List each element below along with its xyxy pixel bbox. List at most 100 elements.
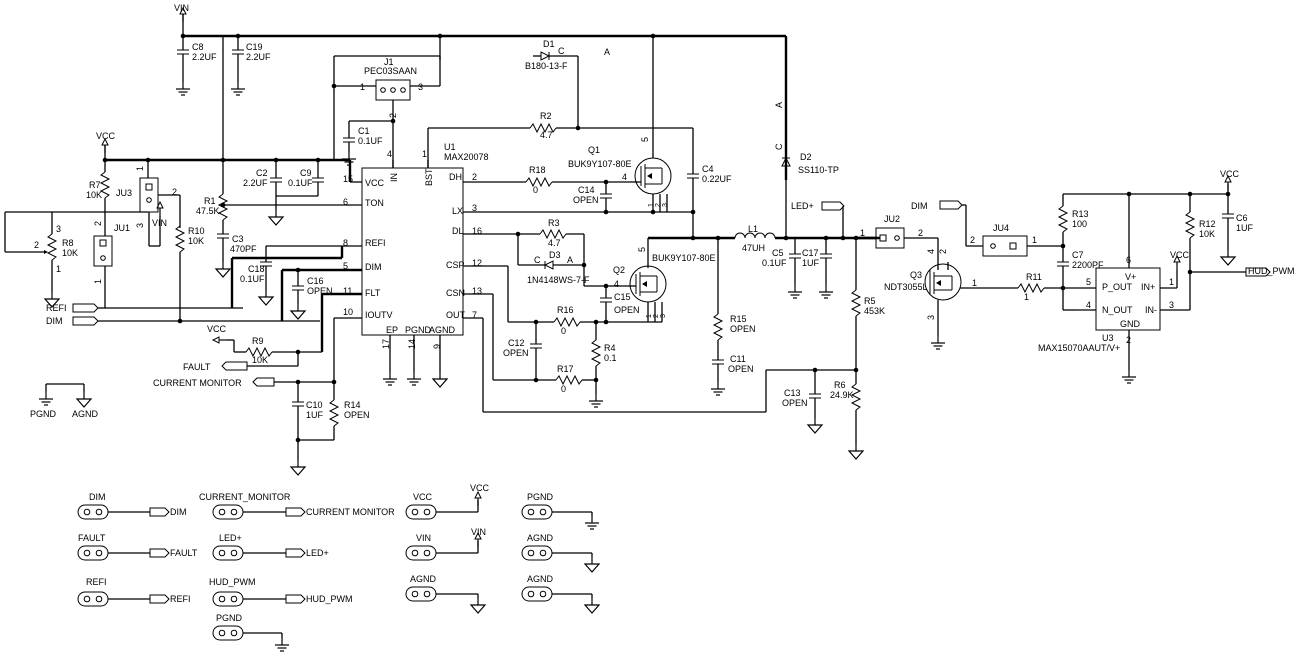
resistor-r12: R12 10K xyxy=(1184,194,1216,239)
svg-text:D1: D1 xyxy=(543,39,555,49)
svg-text:R3: R3 xyxy=(548,218,560,228)
svg-text:10K: 10K xyxy=(188,236,204,246)
test-point-pgnd-2: PGND xyxy=(521,492,600,530)
svg-text:24.9K: 24.9K xyxy=(830,390,854,400)
svg-text:OPEN: OPEN xyxy=(614,305,640,315)
svg-text:3: 3 xyxy=(1169,300,1174,310)
ioutv-net: CURRENT MONITOR xyxy=(153,317,362,388)
svg-text:11: 11 xyxy=(343,286,352,296)
capacitor-c13: C13 OPEN xyxy=(782,370,823,434)
svg-text:1: 1 xyxy=(56,264,61,274)
capacitor-c9: C9 0.1UF xyxy=(276,160,324,197)
svg-text:PGND: PGND xyxy=(527,492,554,502)
svg-text:C19: C19 xyxy=(246,42,263,52)
svg-text:8: 8 xyxy=(343,238,348,248)
svg-text:1: 1 xyxy=(648,203,655,207)
svg-text:R4: R4 xyxy=(604,343,616,353)
svg-text:1UF: 1UF xyxy=(802,258,820,268)
svg-text:0.1UF: 0.1UF xyxy=(762,258,787,268)
resistor-r13: R13 100 xyxy=(1057,191,1193,262)
svg-text:OPEN: OPEN xyxy=(344,410,370,420)
svg-text:LX: LX xyxy=(452,206,463,216)
svg-text:4.7: 4.7 xyxy=(540,130,553,140)
mosfet-q3: Q3 NDT3055L 4 2 1 3 xyxy=(884,249,1018,350)
svg-text:PGND: PGND xyxy=(216,613,243,623)
svg-text:CURRENT MONITOR: CURRENT MONITOR xyxy=(153,378,242,388)
svg-text:MAX20078: MAX20078 xyxy=(444,152,489,162)
svg-text:10K: 10K xyxy=(62,248,78,258)
test-point-agnd-3: AGND xyxy=(521,574,600,614)
svg-text:9: 9 xyxy=(432,344,442,349)
svg-text:FLT: FLT xyxy=(365,288,381,298)
svg-text:AGND: AGND xyxy=(527,574,554,584)
capacitor-c18: C18 0.1UF xyxy=(240,245,342,306)
svg-text:3: 3 xyxy=(472,203,477,213)
capacitor-c11: C11 OPEN xyxy=(710,354,754,396)
svg-text:LED+: LED+ xyxy=(219,533,242,543)
resistor-r5: R5 453K xyxy=(850,238,885,370)
svg-text:2: 2 xyxy=(970,235,975,245)
test-point-vin: VIN VIN xyxy=(405,527,486,561)
svg-text:4.7: 4.7 xyxy=(548,238,561,248)
svg-text:JU2: JU2 xyxy=(884,214,900,224)
dim-net: DIM xyxy=(46,268,362,326)
svg-text:V+: V+ xyxy=(1125,272,1136,282)
svg-text:C: C xyxy=(534,255,541,265)
capacitor-c4: C4 0.22UF xyxy=(687,164,732,238)
test-point-vcc: VCC VCC xyxy=(405,483,490,520)
svg-text:SS110-TP: SS110-TP xyxy=(798,165,839,175)
svg-text:C15: C15 xyxy=(614,292,631,302)
svg-text:FAULT: FAULT xyxy=(170,548,198,558)
svg-text:DIM: DIM xyxy=(911,201,928,211)
svg-text:10K: 10K xyxy=(252,355,268,365)
svg-text:OPEN: OPEN xyxy=(307,286,333,296)
svg-text:VIN: VIN xyxy=(471,527,486,537)
capacitor-c15: C15 OPEN xyxy=(600,283,640,322)
svg-text:L1: L1 xyxy=(748,224,758,234)
svg-text:MAX15070AAUT/V+: MAX15070AAUT/V+ xyxy=(1038,343,1120,353)
diode-d1: D1 B180-13-F C A xyxy=(525,39,610,128)
ic-u3: P_OUT N_OUT V+ IN+ IN- GND 5 4 6 1 3 2 U… xyxy=(1038,194,1295,384)
svg-text:R1: R1 xyxy=(204,196,216,206)
svg-text:1: 1 xyxy=(360,82,365,92)
svg-text:D2: D2 xyxy=(800,152,812,162)
resistor-r9: VCC R9 10K FAULT xyxy=(183,292,362,372)
svg-text:0: 0 xyxy=(561,384,566,394)
resistor-r18: R18 0 xyxy=(463,165,630,195)
svg-text:PGND: PGND xyxy=(30,409,57,419)
svg-text:2: 2 xyxy=(472,172,477,182)
svg-text:R8: R8 xyxy=(62,238,74,248)
resistor-r10: R10 10K xyxy=(174,225,320,322)
svg-text:7: 7 xyxy=(472,310,477,320)
refi-net: REFI xyxy=(46,245,362,313)
svg-text:OPEN: OPEN xyxy=(728,364,754,374)
svg-text:R6: R6 xyxy=(834,380,846,390)
svg-text:VCC: VCC xyxy=(470,483,490,493)
svg-text:0: 0 xyxy=(533,185,538,195)
svg-text:C5: C5 xyxy=(772,248,784,258)
svg-text:VCC: VCC xyxy=(1220,169,1240,179)
svg-text:R18: R18 xyxy=(529,165,546,175)
svg-text:2.2UF: 2.2UF xyxy=(243,178,268,188)
svg-text:47.5K: 47.5K xyxy=(196,206,220,216)
svg-text:4: 4 xyxy=(926,249,936,254)
svg-text:13: 13 xyxy=(472,286,482,296)
svg-text:2: 2 xyxy=(1126,335,1131,345)
svg-text:AGND: AGND xyxy=(429,325,456,335)
svg-text:IN+: IN+ xyxy=(1141,282,1155,292)
svg-text:D3: D3 xyxy=(549,250,561,260)
svg-text:VCC: VCC xyxy=(1170,250,1190,260)
svg-text:LED+: LED+ xyxy=(791,201,814,211)
resistor-r11: R11 1 xyxy=(1017,272,1076,302)
capacitor-c16: C16 OPEN xyxy=(290,267,333,320)
jumper-ju1: JU1 21 xyxy=(93,212,243,309)
svg-text:6: 6 xyxy=(1126,255,1131,265)
svg-text:PGND: PGND xyxy=(405,325,432,335)
svg-text:R5: R5 xyxy=(864,296,876,306)
svg-text:R12: R12 xyxy=(1199,219,1216,229)
svg-text:2: 2 xyxy=(653,314,660,318)
svg-text:C9: C9 xyxy=(300,168,312,178)
svg-text:OPEN: OPEN xyxy=(730,324,756,334)
